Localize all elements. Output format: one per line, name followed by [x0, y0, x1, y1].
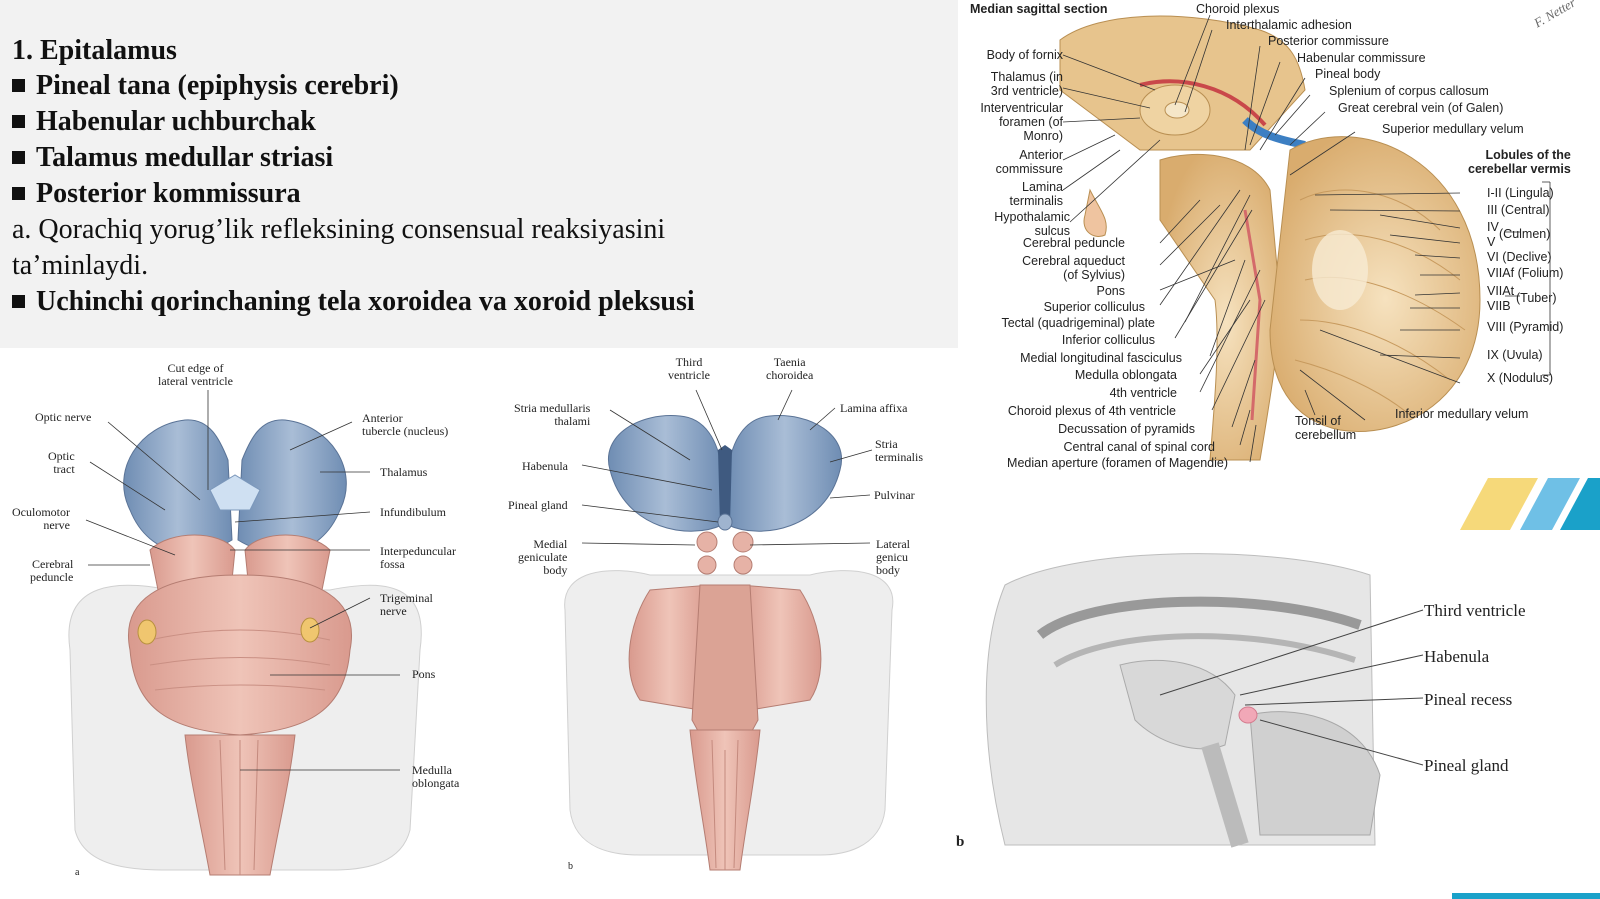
subitem-a-line1: a. Qorachiq yorug’lik refleksining conse… — [12, 214, 666, 245]
label-habenular-commissure: Habenular commissure — [1297, 51, 1426, 65]
label-pineal-body: Pineal body — [1315, 67, 1381, 81]
label-interthalamic-adhesion: Interthalamic adhesion — [1226, 18, 1352, 32]
label-pons-sag: Pons — [1096, 284, 1126, 298]
figure-a-illustration — [68, 390, 422, 876]
label-body-of-fornix: Body of fornix — [986, 48, 1063, 62]
label-pons: Pons — [412, 667, 436, 681]
panel-letter-b-small: b — [956, 834, 965, 850]
panel-letter-a: a — [75, 867, 80, 878]
bullet-pineal: Pineal tana (epiphysis cerebri) — [12, 68, 399, 104]
label-great-cerebral-vein: Great cerebral vein (of Galen) — [1338, 101, 1504, 115]
label-culmen: (Culmen) — [1499, 227, 1551, 241]
label-pyramid: VIII (Pyramid) — [1487, 320, 1564, 334]
label-optic-nerve: Optic nerve — [35, 410, 92, 424]
text-panel: 1. Epitalamus Pineal tana (epiphysis cer… — [0, 0, 958, 348]
bullet-habenular: Habenular uchburchak — [12, 104, 316, 140]
bullet-square-icon — [12, 187, 25, 201]
label-lingula: I-II (Lingula) — [1487, 186, 1554, 200]
label-choroid-plexus-4th: Choroid plexus of 4th ventricle — [1007, 404, 1176, 418]
label-pulvinar: Pulvinar — [874, 488, 915, 502]
label-thalamus: Thalamus — [380, 465, 428, 479]
label-inferior-medullary-velum: Inferior medullary velum — [1395, 407, 1529, 421]
label-nodulus: X (Nodulus) — [1487, 371, 1553, 385]
decorative-stripes — [1460, 478, 1600, 530]
figure-b-illustration — [564, 389, 894, 871]
label-cerebral-aqueduct: Cerebral aqueduct(of Sylvius) — [1022, 254, 1125, 282]
label-superior-medullary-velum: Superior medullary velum — [1382, 122, 1524, 136]
label-infundibulum: Infundibulum — [380, 505, 446, 519]
panel-letter-b-lower: b — [568, 861, 573, 872]
label-median-aperture: Median aperture (foramen of Magendie) — [1007, 456, 1228, 470]
label-viiat: VIIAt — [1487, 284, 1515, 298]
label-folium: VIIAf (Folium) — [1487, 266, 1564, 280]
bullet-posterior: Posterior kommissura — [12, 176, 301, 212]
small-sagittal-illustration — [985, 553, 1424, 848]
label-posterior-commissure: Posterior commissure — [1268, 34, 1389, 48]
label-4th-ventricle: 4th ventricle — [1109, 386, 1177, 400]
bullet-square-icon — [12, 79, 25, 93]
bullet-square-icon — [12, 151, 25, 165]
label-pineal-gland-small: Pineal gland — [1424, 756, 1509, 775]
label-tectal-plate: Tectal (quadrigeminal) plate — [1001, 316, 1155, 330]
label-iv: IV — [1487, 220, 1499, 234]
label-choroid-plexus: Choroid plexus — [1196, 2, 1280, 16]
bottom-accent-bar — [1452, 893, 1600, 899]
subitem-a-line2: ta’minlaydi. — [12, 250, 149, 281]
label-medulla-oblongata-sag: Medulla oblongata — [1074, 368, 1177, 382]
heading-epitalamus: 1. Epitalamus — [12, 35, 177, 66]
label-pineal-gland: Pineal gland — [508, 498, 568, 512]
label-habenula-small: Habenula — [1424, 647, 1490, 666]
label-third-ventricle-small: Third ventricle — [1424, 601, 1526, 620]
label-v: V — [1487, 235, 1496, 249]
figure-small-sagittal: Third ventricle Habenula Pineal recess P… — [956, 545, 1600, 899]
label-decussation-pyramids: Decussation of pyramids — [1058, 422, 1195, 436]
label-tuber: (Tuber) — [1516, 291, 1557, 305]
label-viib: VIIB — [1487, 299, 1511, 313]
bullet-square-icon — [12, 295, 25, 309]
label-habenula: Habenula — [522, 459, 568, 473]
figure-median-sagittal: Median sagittal section F. Netter Lobule… — [960, 0, 1600, 480]
label-cerebral-peduncle-sag: Cerebral peduncle — [1022, 236, 1125, 250]
sagittal-title: Median sagittal section — [970, 2, 1108, 16]
label-central-canal: Central canal of spinal cord — [1063, 440, 1215, 454]
label-splenium: Splenium of corpus callosum — [1329, 84, 1489, 98]
label-declive: VI (Declive) — [1487, 250, 1552, 264]
bullet-talamus: Talamus medullar striasi — [12, 140, 333, 176]
label-pineal-recess: Pineal recess — [1424, 690, 1513, 709]
label-central: III (Central) — [1487, 203, 1550, 217]
label-superior-colliculus: Superior colliculus — [1043, 300, 1145, 314]
sagittal-illustration — [1059, 14, 1551, 463]
label-lamina-affixa: Lamina affixa — [840, 401, 908, 415]
bullet-square-icon — [12, 115, 25, 129]
label-uvula: IX (Uvula) — [1487, 348, 1543, 362]
label-mlf: Medial longitudinal fasciculus — [1020, 351, 1182, 365]
bullet-tela: Uchinchi qorinchaning tela xoroidea va x… — [12, 284, 695, 320]
label-inferior-colliculus: Inferior colliculus — [1061, 333, 1155, 347]
